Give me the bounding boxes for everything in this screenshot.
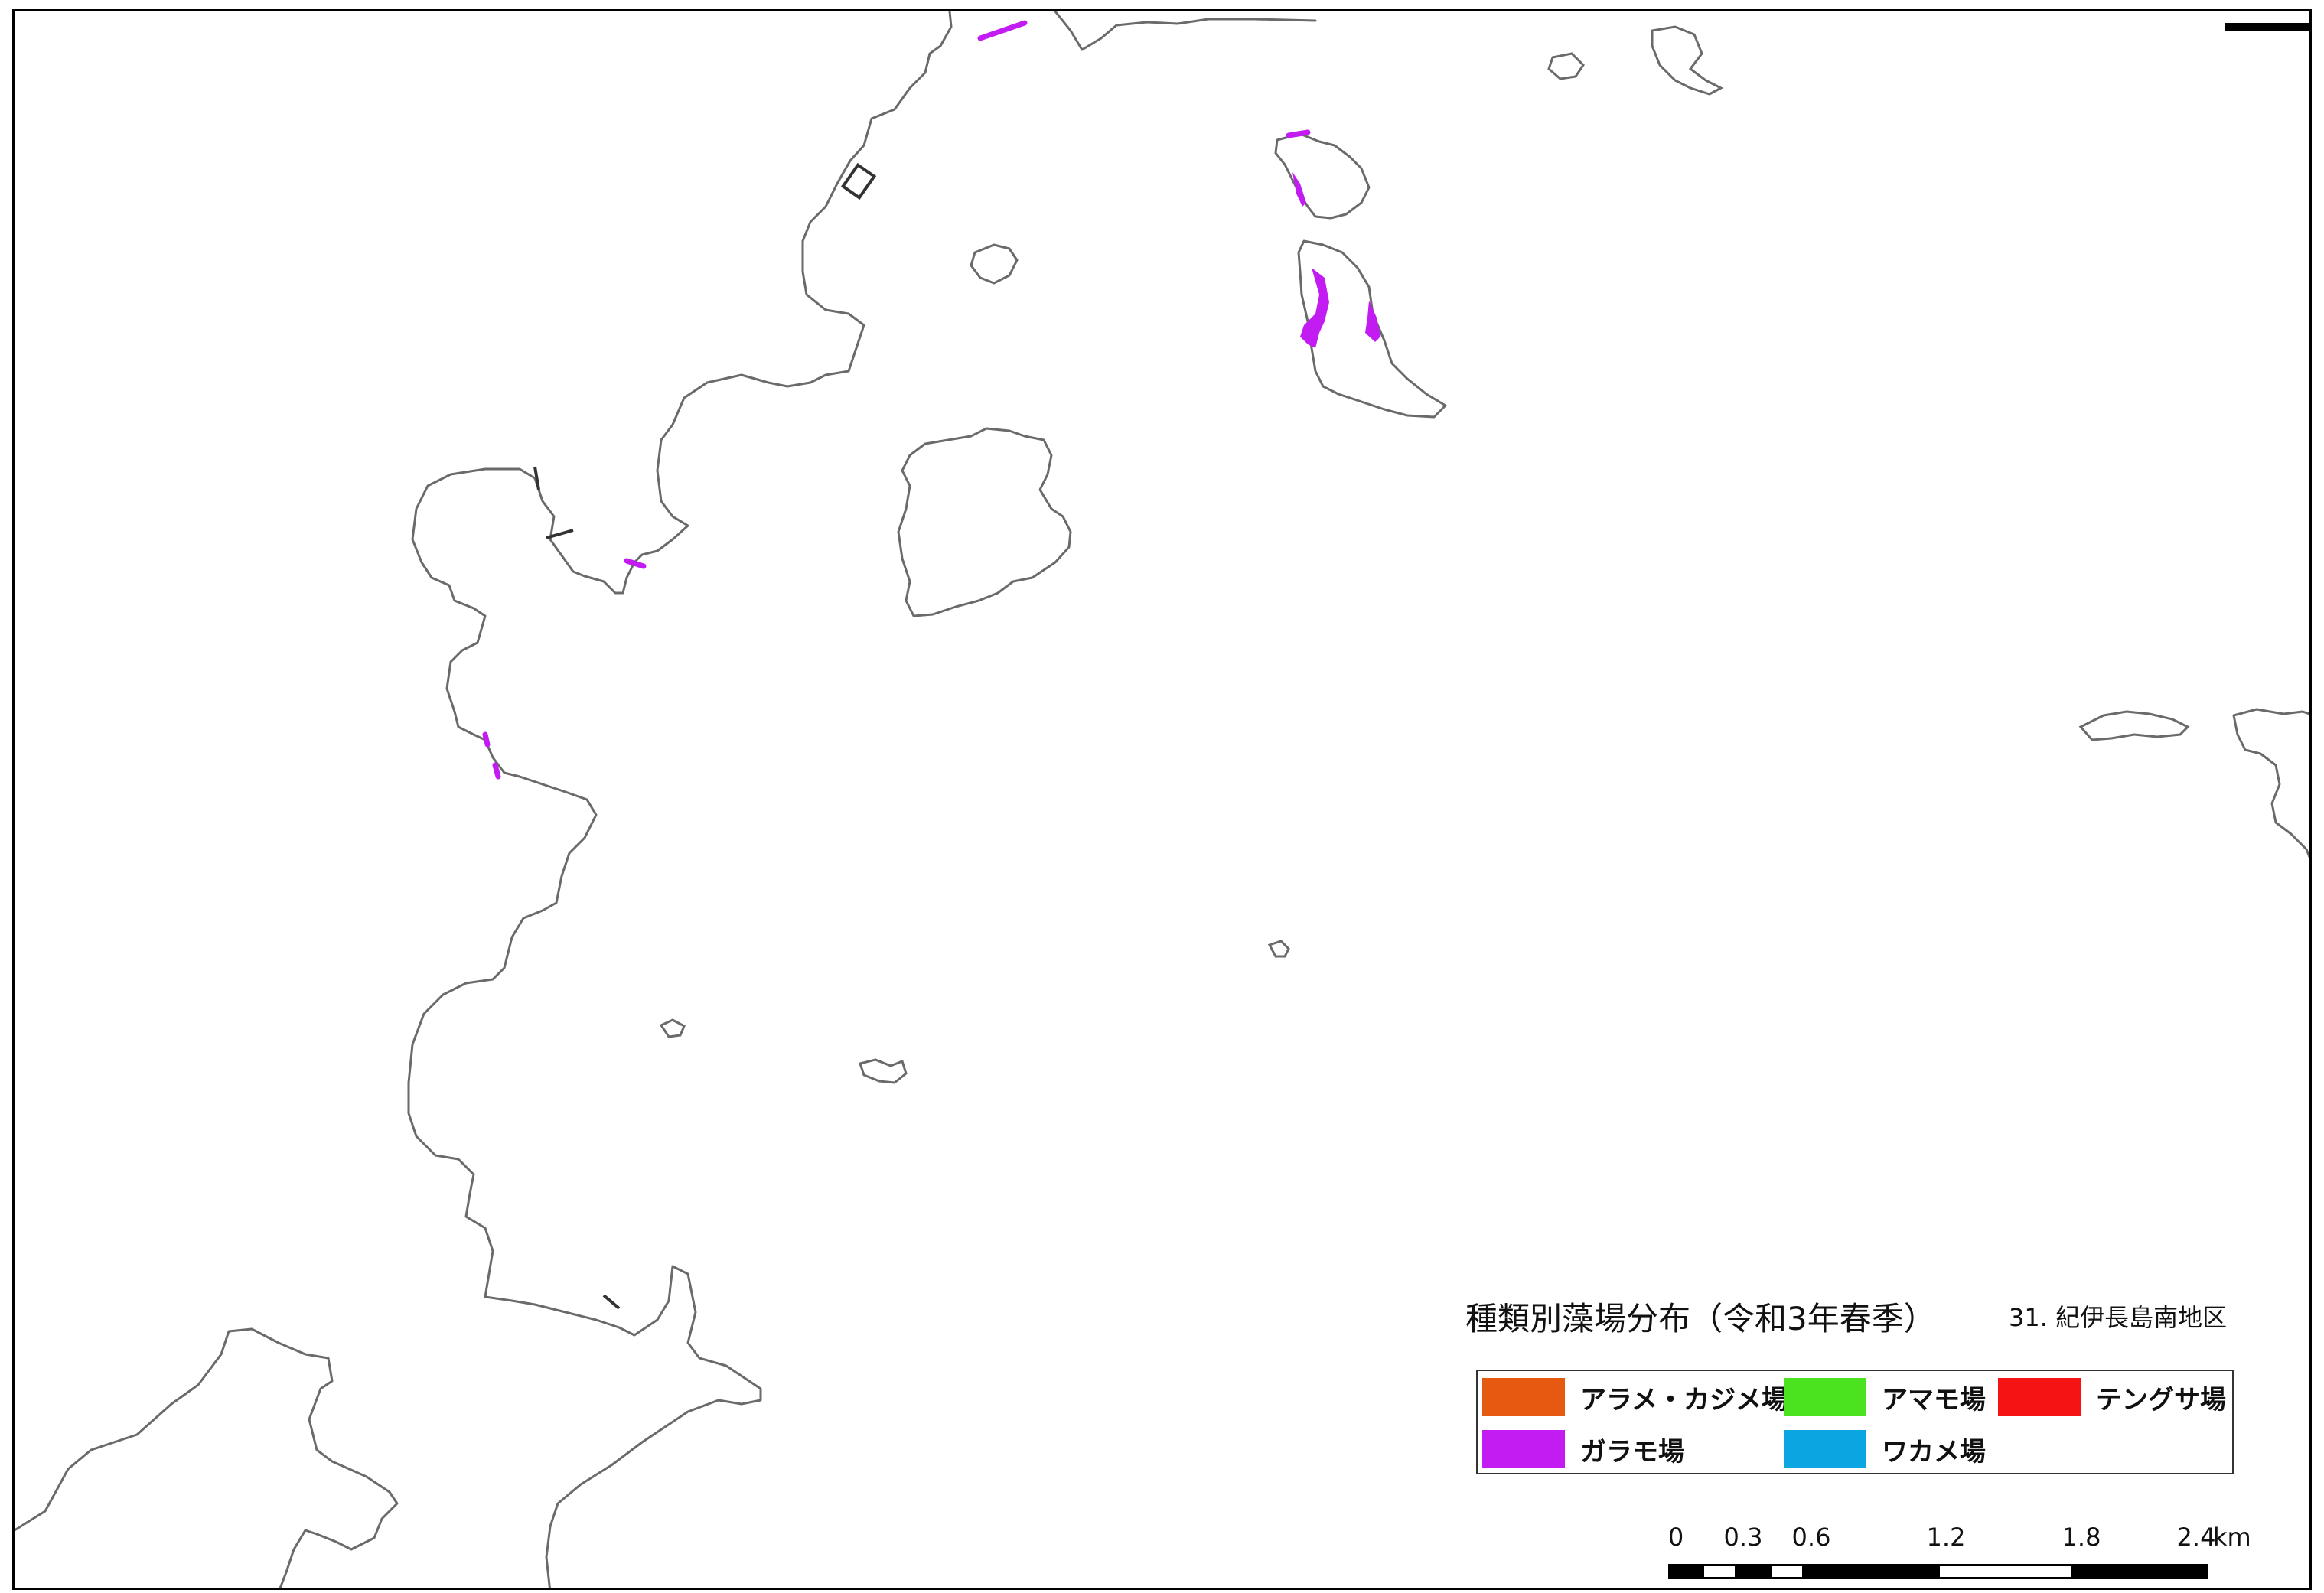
southwest-peninsula-coastline — [15, 1328, 399, 1588]
scale-segment — [1702, 1564, 1737, 1579]
breakwater-2 — [546, 529, 574, 539]
coastline-map[interactable] — [15, 11, 2312, 1590]
legend-label: アラメ・カジメ場 — [1580, 1384, 1788, 1415]
legend-swatch-garamo — [1482, 1430, 1565, 1468]
scale-segment — [1938, 1564, 2074, 1579]
north-coastline — [1054, 11, 1317, 51]
legend-label: ワカメ場 — [1882, 1436, 1986, 1468]
legend-item-wakame: ワカメ場 — [1784, 1429, 1986, 1469]
legend-swatch-wakame — [1784, 1430, 1866, 1468]
northeast-island-lower — [1297, 239, 1447, 419]
scale-tick-label: 0.6 — [1791, 1523, 1831, 1552]
legend-item-tengusa: テングサ場 — [1998, 1377, 2226, 1417]
garamo-patch-ne-top — [1286, 129, 1311, 138]
breakwater-3 — [602, 1294, 621, 1310]
map-title: 種類別藻場分布（令和3年春季） — [1465, 1300, 1936, 1337]
garamo-patch-ne-upper — [1292, 172, 1306, 207]
scale-tick-label: 1.8 — [2062, 1523, 2101, 1552]
central-large-island — [897, 427, 1072, 617]
scale-segment — [1803, 1564, 1939, 1579]
garamo-patch-west-coast — [482, 731, 501, 780]
east-island — [2232, 708, 2309, 861]
legend-swatch-amamo — [1784, 1378, 1866, 1416]
northeast-island-upper — [1274, 132, 1371, 220]
map-frame[interactable] — [12, 9, 2312, 1590]
frame-corner-mark — [2225, 23, 2309, 31]
legend-swatch-arame-kajime — [1482, 1378, 1565, 1416]
east-islet-cluster — [2078, 710, 2190, 741]
legend-label: ガラモ場 — [1580, 1436, 1684, 1468]
mid-rock — [1267, 940, 1290, 958]
mainland-coastline — [407, 11, 953, 1588]
legend: アラメ・カジメ場 アマモ場 テングサ場 ガラモ場 ワカメ場 — [1476, 1370, 2234, 1474]
legend-swatch-tengusa — [1998, 1378, 2081, 1416]
harbor-structure — [840, 162, 877, 200]
south-islet-group — [859, 1058, 908, 1084]
legend-item-arame-kajime: アラメ・カジメ場 — [1482, 1377, 1788, 1417]
garamo-patch-north — [977, 20, 1028, 41]
legend-label: テングサ場 — [2096, 1384, 2226, 1415]
garamo-patch-ne-west — [1300, 268, 1329, 348]
north-small-island — [1651, 25, 1724, 96]
garamo-patch-ne-east — [1365, 301, 1380, 342]
scale-tick-label: 2.4 — [2176, 1523, 2216, 1552]
breakwater-1 — [533, 466, 540, 490]
central-small-island — [970, 243, 1019, 285]
legend-item-amamo: アマモ場 — [1784, 1377, 1986, 1417]
scale-segment — [1668, 1564, 1703, 1579]
map-subtitle: 31. 紀伊長島南地区 — [2009, 1303, 2228, 1332]
scale-bar: 0 0.3 0.6 1.2 1.8 2.4 km — [1667, 1523, 2251, 1584]
scale-segment — [1736, 1564, 1771, 1579]
garamo-patch-west-bay — [624, 558, 647, 569]
legend-label: アマモ場 — [1882, 1384, 1986, 1415]
north-small-island-2 — [1547, 52, 1585, 80]
legend-item-garamo: ガラモ場 — [1482, 1429, 1684, 1469]
scale-tick-label: 0 — [1667, 1523, 1684, 1552]
scale-segment — [1769, 1564, 1804, 1579]
scale-units: km — [2213, 1523, 2251, 1552]
scale-tick-label: 1.2 — [1926, 1523, 1966, 1552]
southwest-islet-group — [659, 1018, 686, 1038]
scale-tick-label: 0.3 — [1723, 1523, 1763, 1552]
scale-segment — [2072, 1564, 2208, 1579]
